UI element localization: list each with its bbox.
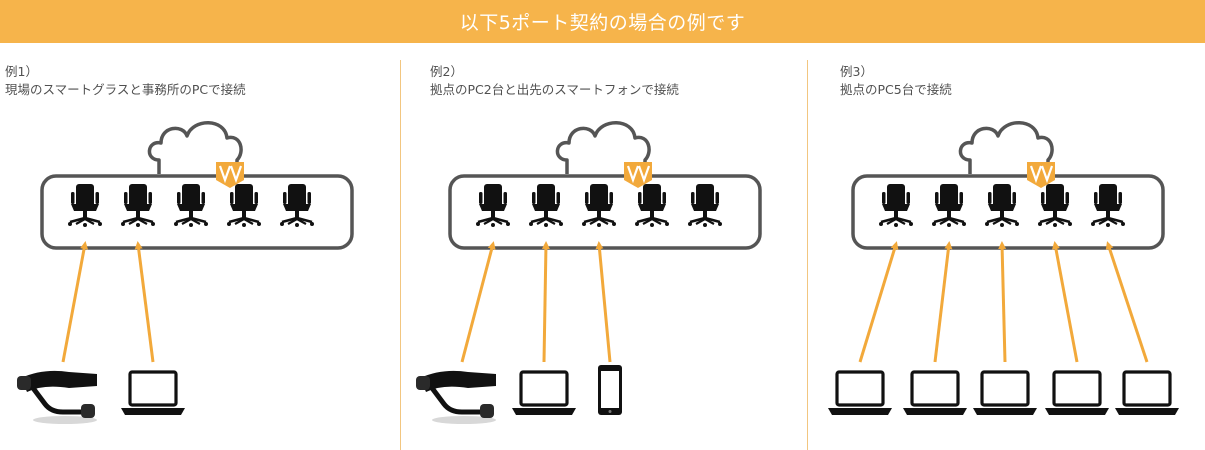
smartphone-icon (598, 365, 622, 415)
office-chair-icon (174, 184, 208, 227)
example-1-number: 例1） (5, 64, 38, 79)
laptop-icon (512, 370, 576, 415)
smart-glasses-icon (416, 370, 496, 424)
example-1-description: 現場のスマートグラスと事務所のPCで接続 (5, 82, 246, 97)
column-divider (807, 60, 808, 450)
connection-arrow (541, 241, 550, 363)
v-badge-icon (624, 162, 652, 188)
v-badge-icon (1027, 162, 1055, 188)
office-chair-icon (121, 184, 155, 227)
connection-arrow (134, 241, 155, 363)
smart-glasses-icon (17, 370, 97, 424)
example-2-number: 例2） (430, 64, 463, 79)
office-chair-icon (635, 184, 669, 227)
port-frame (40, 174, 354, 250)
cloud-icon (958, 121, 1054, 174)
office-chair-icon (932, 184, 966, 227)
laptop-icon (973, 370, 1037, 415)
office-chair-icon (280, 184, 314, 227)
connection-arrow (460, 241, 496, 363)
example-3-number: 例3） (840, 64, 873, 79)
cloud-icon (147, 121, 243, 174)
office-chair-icon (582, 184, 616, 227)
office-chair-icon (529, 184, 563, 227)
connection-arrow (858, 241, 899, 363)
laptop-icon (828, 370, 892, 415)
office-chair-icon (1091, 184, 1125, 227)
office-chair-icon (1038, 184, 1072, 227)
example-3-description: 拠点のPC5台で接続 (840, 82, 952, 97)
office-chair-icon (476, 184, 510, 227)
connection-arrow (1105, 241, 1149, 363)
header-title: 以下5ポート契約の場合の例です (459, 12, 746, 34)
connection-arrow (998, 241, 1007, 363)
header-banner: 以下5ポート契約の場合の例です (0, 0, 1205, 43)
laptop-icon (121, 370, 185, 415)
connection-arrow (595, 241, 612, 363)
port-frame (851, 174, 1165, 250)
connection-arrow (933, 241, 953, 363)
cloud-icon (555, 121, 651, 174)
office-chair-icon (227, 184, 261, 227)
office-chair-icon (985, 184, 1019, 227)
column-divider (400, 60, 401, 450)
example-2-description: 拠点のPC2台と出先のスマートフォンで接続 (430, 82, 679, 97)
laptop-icon (1115, 370, 1179, 415)
connection-arrow (1051, 241, 1079, 363)
v-badge-icon (216, 162, 244, 188)
office-chair-icon (68, 184, 102, 227)
laptop-icon (1045, 370, 1109, 415)
connection-arrow (61, 241, 89, 363)
office-chair-icon (688, 184, 722, 227)
laptop-icon (903, 370, 967, 415)
office-chair-icon (879, 184, 913, 227)
port-frame (448, 174, 762, 250)
